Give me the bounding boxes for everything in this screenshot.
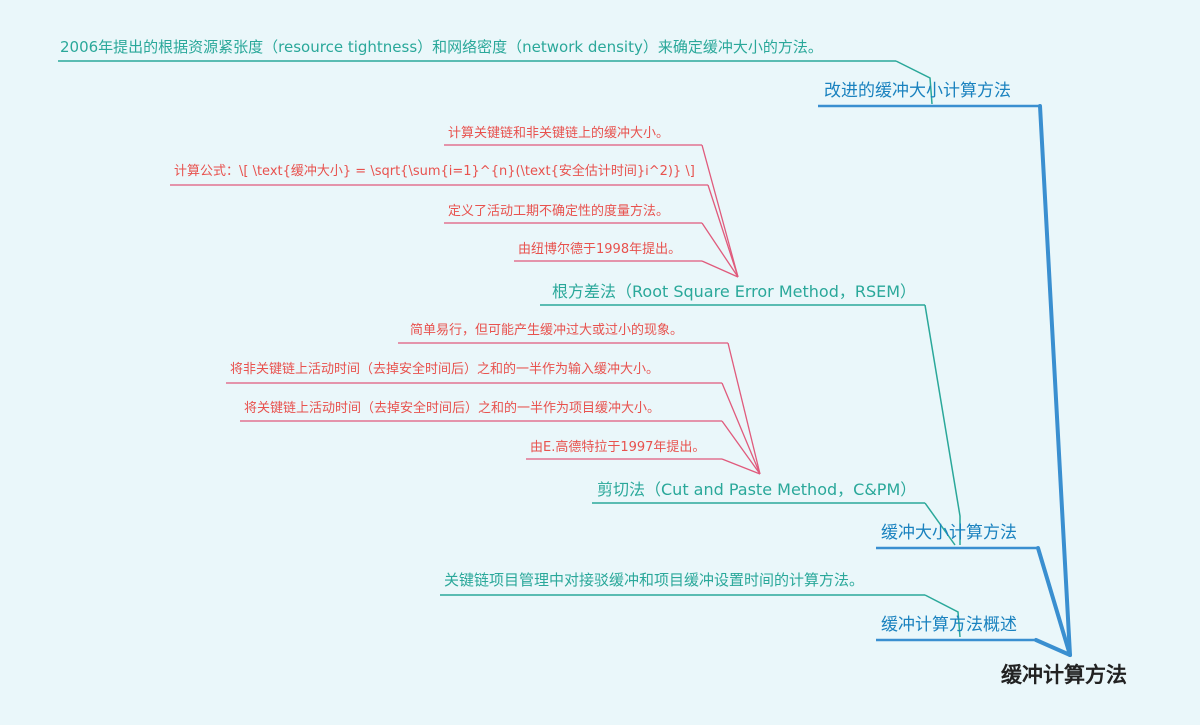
connector-improved-child [895, 60, 933, 105]
topic-cpm[interactable]: 剪切法（Cut and Paste Method，C&PM） [597, 480, 917, 499]
rsem-detail-formula[interactable]: 计算公式：\[ \text{缓冲大小} = \sqrt{\sum{i=1}^{n… [174, 164, 695, 179]
branch-line-improved [1038, 104, 1072, 657]
connector-cpm-d2 [721, 382, 761, 475]
branch-line-buffer-size [1036, 546, 1072, 657]
connector-cpm-d3 [721, 420, 761, 475]
cpm-detail-1[interactable]: 简单易行，但可能产生缓冲过大或过小的现象。 [410, 323, 684, 338]
connector-rsem-d3 [701, 222, 739, 278]
connector-cpm-d1 [727, 342, 761, 475]
rsem-detail-4[interactable]: 由纽博尔德于1998年提出。 [518, 242, 682, 257]
cpm-detail-4[interactable]: 由E.高德特拉于1997年提出。 [530, 440, 706, 455]
topic-rsem[interactable]: 根方差法（Root Square Error Method，RSEM） [552, 282, 917, 301]
connector-cpm-d4 [721, 458, 761, 475]
connector-rsem-d2 [707, 184, 739, 278]
connector-rsem [924, 304, 961, 545]
connector-cpm [924, 502, 956, 546]
branch-line-overview [1034, 638, 1072, 657]
topic-buffer-overview[interactable]: 缓冲计算方法概述 [881, 615, 1017, 635]
cpm-detail-2[interactable]: 将非关键链上活动时间（去掉安全时间后）之和的一半作为输入缓冲大小。 [230, 362, 660, 377]
topic-improved-buffer-method[interactable]: 改进的缓冲大小计算方法 [824, 81, 1011, 101]
overview-description[interactable]: 关键链项目管理中对接驳缓冲和项目缓冲设置时间的计算方法。 [444, 571, 865, 589]
connector-rsem-d4 [701, 260, 739, 278]
rsem-detail-1[interactable]: 计算关键链和非关键链上的缓冲大小。 [448, 126, 670, 141]
root-topic[interactable]: 缓冲计算方法 [1001, 663, 1127, 687]
improved-method-description[interactable]: 2006年提出的根据资源紧张度（resource tightness）和网络密度… [60, 38, 823, 56]
root-branches [1034, 104, 1072, 657]
rsem-detail-3[interactable]: 定义了活动工期不确定性的度量方法。 [448, 204, 670, 219]
connector-overview-child [924, 594, 961, 638]
cpm-detail-3[interactable]: 将关键链上活动时间（去掉安全时间后）之和的一半作为项目缓冲大小。 [244, 401, 661, 416]
connector-rsem-d1 [701, 144, 739, 278]
topic-buffer-size-methods[interactable]: 缓冲大小计算方法 [881, 523, 1017, 543]
